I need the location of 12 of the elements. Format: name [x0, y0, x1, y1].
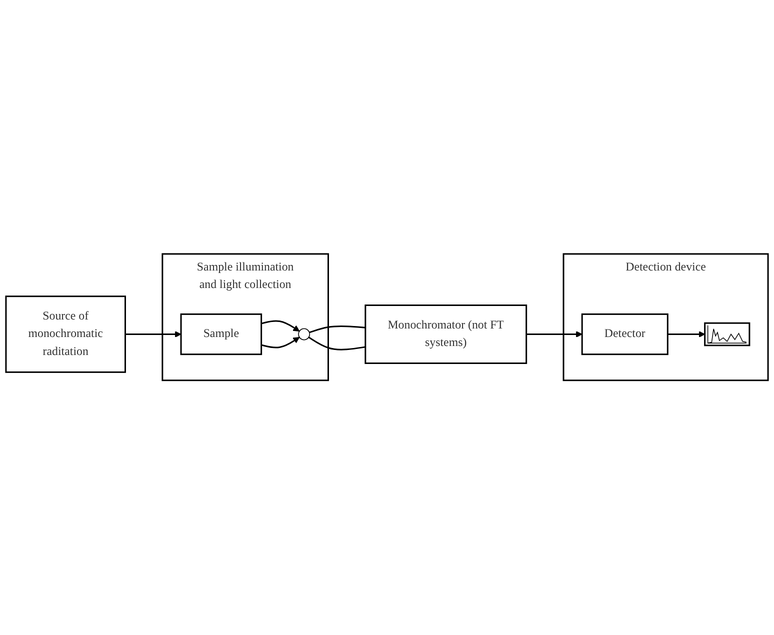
arrow: [526, 331, 582, 338]
node-circle: [298, 328, 310, 341]
connector: [309, 326, 366, 334]
connector: [308, 337, 366, 351]
arrow: [261, 337, 300, 349]
node-box: Monochromator (not FT systems): [364, 304, 528, 364]
arrow: [125, 331, 182, 338]
arrow: [668, 331, 706, 338]
node-box: Detector: [581, 314, 668, 356]
arrow: [261, 320, 300, 332]
node-box: Sample: [180, 314, 262, 356]
node-box: Source of monochromatic raditation: [5, 296, 126, 374]
